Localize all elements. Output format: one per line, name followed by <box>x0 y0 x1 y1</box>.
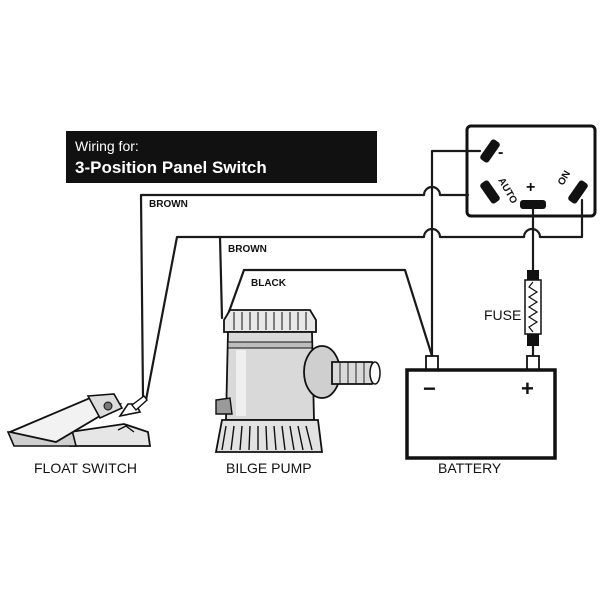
wire-switch-minus <box>430 149 482 358</box>
wire-brown-1 <box>139 185 470 400</box>
switch-plus-label: + <box>526 179 535 196</box>
switch-terminal-minus <box>480 139 500 163</box>
wire-black <box>224 268 434 358</box>
wires <box>139 149 584 402</box>
wire-brown-pump <box>218 235 224 320</box>
switch-minus-label: - <box>498 144 503 161</box>
bilge-pump-label: BILGE PUMP <box>226 460 312 476</box>
switch-terminal-plus <box>520 200 546 209</box>
switch-terminal-auto <box>480 180 500 204</box>
header-line2: 3-Position Panel Switch <box>75 158 267 177</box>
fuse-label: FUSE <box>484 307 521 323</box>
float-switch-label: FLOAT SWITCH <box>34 460 137 476</box>
fuse: FUSE <box>484 270 542 346</box>
header-line1: Wiring for: <box>75 138 139 154</box>
wire-brown-2-label: BROWN <box>228 244 267 255</box>
wire-black-label: BLACK <box>251 278 287 289</box>
battery-plus-label: + <box>521 376 534 401</box>
battery-label: BATTERY <box>438 460 502 476</box>
wire-brown-1-label: BROWN <box>149 199 188 210</box>
switch-terminal-on <box>568 180 588 204</box>
switch-panel: - AUTO + ON <box>465 124 597 218</box>
battery: − + BATTERY <box>405 355 557 476</box>
float-switch: FLOAT SWITCH <box>6 393 152 476</box>
header-box: Wiring for: 3-Position Panel Switch <box>66 131 377 183</box>
wire-brown-2 <box>144 198 584 402</box>
bilge-pump: BILGE PUMP <box>214 309 381 476</box>
battery-minus-label: − <box>423 376 436 401</box>
